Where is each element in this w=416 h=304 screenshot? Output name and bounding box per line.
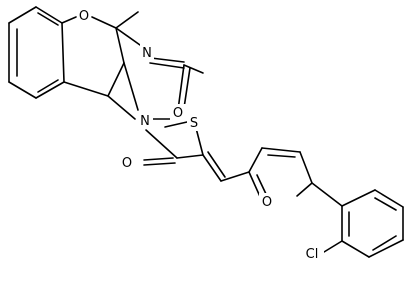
- svg-text:S: S: [190, 116, 198, 131]
- furan-ring: [220, 147, 313, 202]
- svg-text:O: O: [262, 195, 272, 210]
- svg-text:N: N: [142, 46, 152, 61]
- svg-text:Cl: Cl: [306, 247, 319, 262]
- svg-text:N: N: [140, 114, 150, 129]
- thiazolidinone-ring: [143, 118, 226, 182]
- atom-chlorine: Cl: [300, 245, 324, 262]
- atom-oxygen-furan: O: [259, 193, 275, 210]
- atom-oxygen-acetyl: O: [170, 104, 186, 121]
- svg-text:O: O: [122, 156, 132, 171]
- benzene-ring-left: [8, 6, 65, 99]
- atom-oxygen-lactam: O: [119, 154, 135, 171]
- bridged-ring-core: [61, 11, 185, 120]
- atom-nitrogen-imine: N: [140, 44, 154, 61]
- atom-nitrogen-amide: N: [137, 112, 153, 129]
- svg-text:O: O: [173, 106, 183, 121]
- chlorophenyl-ring: [311, 182, 404, 258]
- atom-oxygen-ring: O: [77, 7, 91, 24]
- atom-sulfur: S: [187, 114, 201, 131]
- acetyl-group: [177, 64, 204, 111]
- svg-text:O: O: [79, 9, 89, 24]
